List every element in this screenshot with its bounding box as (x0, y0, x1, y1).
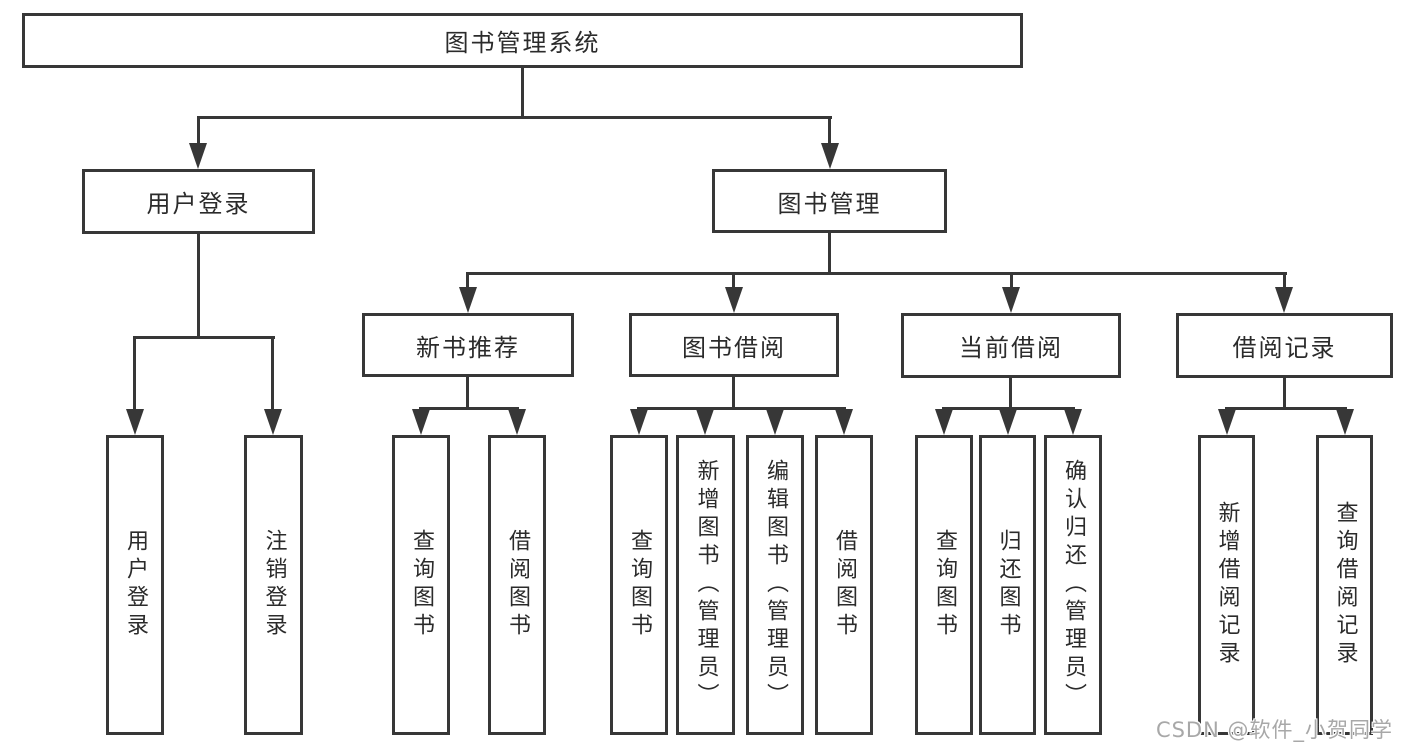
connector-line (419, 407, 519, 410)
connector-line (732, 377, 735, 409)
leaf-query-books-borrowing: 查询图书 (610, 435, 668, 735)
connector-line (271, 336, 274, 411)
connector-line (197, 116, 832, 119)
connector-line (732, 272, 735, 292)
arrow-down-icon (1336, 409, 1354, 435)
connector-line (1283, 272, 1286, 292)
leaf-query-books-current: 查询图书 (915, 435, 973, 735)
arrow-down-icon (1002, 287, 1020, 313)
arrow-down-icon (264, 409, 282, 435)
connector-line (1225, 407, 1347, 410)
leaf-user-login: 用户登录 (106, 435, 164, 735)
arrow-down-icon (821, 143, 839, 169)
arrow-down-icon (725, 287, 743, 313)
leaf-query-books-recommend: 查询图书 (392, 435, 450, 735)
connector-line (1283, 378, 1286, 409)
arrow-down-icon (1218, 409, 1236, 435)
connector-line (133, 336, 275, 339)
connector-line (1010, 272, 1013, 292)
node-user-login: 用户登录 (82, 169, 315, 234)
arrow-down-icon (696, 409, 714, 435)
connector-line (828, 233, 831, 275)
arrow-down-icon (412, 409, 430, 435)
leaf-return-books: 归还图书 (979, 435, 1036, 735)
node-library-management-system: 图书管理系统 (22, 13, 1023, 68)
connector-line (197, 234, 200, 338)
arrow-down-icon (189, 143, 207, 169)
leaf-confirm-return-admin: 确认归还（管理员） (1044, 435, 1102, 735)
node-book-management: 图书管理 (712, 169, 947, 233)
leaf-query-borrow-record: 查询借阅记录 (1316, 435, 1373, 735)
arrow-down-icon (1275, 287, 1293, 313)
csdn-watermark: CSDN @软件_小贺同学 (1155, 718, 1393, 742)
leaf-edit-books-admin: 编辑图书（管理员） (746, 435, 804, 735)
arrow-down-icon (935, 409, 953, 435)
arrow-down-icon (508, 409, 526, 435)
connector-line (1009, 378, 1012, 409)
arrow-down-icon (835, 409, 853, 435)
node-new-book-recommendation: 新书推荐 (362, 313, 574, 377)
connector-line (466, 272, 1287, 275)
leaf-add-borrow-record: 新增借阅记录 (1198, 435, 1255, 735)
connector-line (637, 407, 846, 410)
node-current-borrowing: 当前借阅 (901, 313, 1121, 378)
leaf-borrow-books-recommend: 借阅图书 (488, 435, 546, 735)
leaf-add-books-admin: 新增图书（管理员） (676, 435, 735, 735)
node-book-borrowing: 图书借阅 (629, 313, 839, 377)
leaf-logout: 注销登录 (244, 435, 303, 735)
arrow-down-icon (999, 409, 1017, 435)
arrow-down-icon (630, 409, 648, 435)
arrow-down-icon (459, 287, 477, 313)
node-borrowing-records: 借阅记录 (1176, 313, 1393, 378)
connector-line (133, 336, 136, 411)
arrow-down-icon (1064, 409, 1082, 435)
connector-line (828, 116, 831, 148)
connector-line (466, 377, 469, 409)
leaf-borrow-books-borrowing: 借阅图书 (815, 435, 873, 735)
connector-line (521, 68, 524, 118)
arrow-down-icon (126, 409, 144, 435)
arrow-down-icon (766, 409, 784, 435)
connector-line (197, 116, 200, 148)
connector-line (466, 272, 469, 292)
